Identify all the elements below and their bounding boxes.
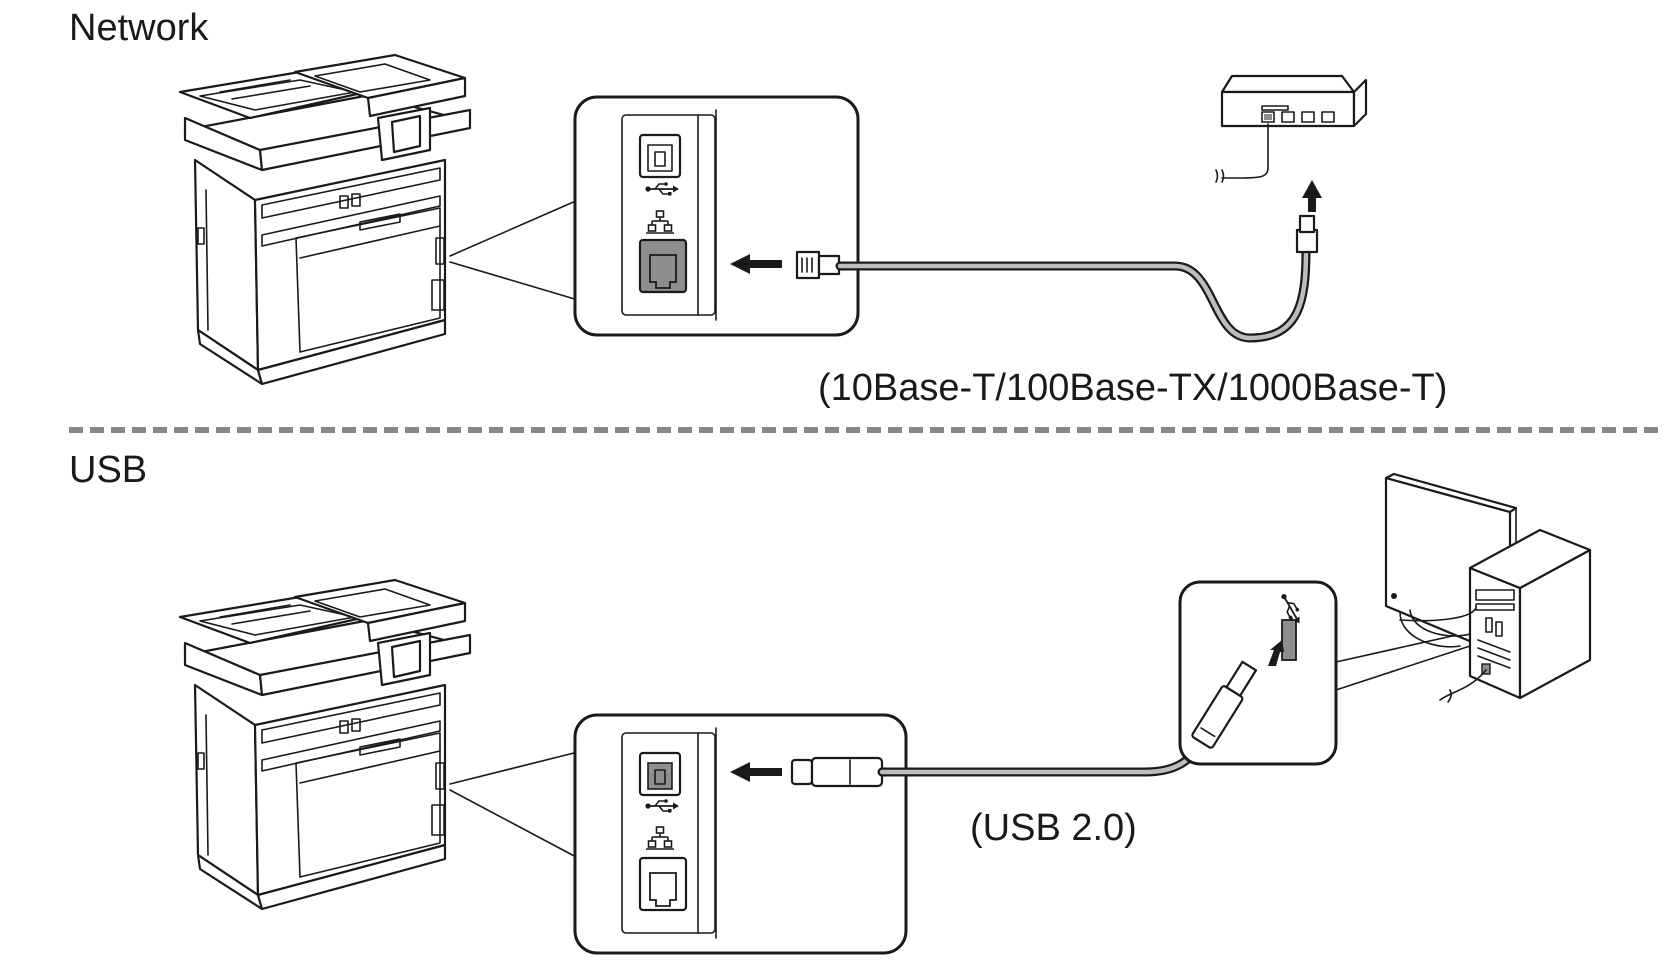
- network-heading: Network: [69, 7, 209, 49]
- lan-cable: [835, 245, 1311, 343]
- network-cable-spec: (10Base-T/100Base-TX/1000Base-T): [818, 367, 1447, 409]
- computer: [1384, 472, 1592, 703]
- printer-usb: [178, 578, 472, 911]
- up-arrow: [1268, 640, 1284, 666]
- callout-line: [449, 789, 579, 859]
- usb-port: [638, 133, 682, 179]
- usb-a-plug: [1191, 660, 1258, 749]
- callout-line: [449, 199, 579, 257]
- port-panel-network: [573, 95, 860, 337]
- lan-port-highlighted: [638, 238, 688, 294]
- up-arrow: [1302, 180, 1322, 212]
- rj45-plug: [795, 250, 841, 280]
- printer-network: [178, 53, 472, 386]
- insert-arrow: [730, 762, 782, 782]
- port-panel-usb: [573, 713, 908, 955]
- lan-port: [638, 856, 688, 912]
- usb-heading: USB: [69, 449, 147, 491]
- usb-cable-spec: (USB 2.0): [970, 807, 1137, 849]
- pc-usb-port: [1281, 619, 1297, 661]
- insert-arrow: [730, 254, 782, 274]
- usb-cable: [877, 737, 1210, 777]
- callout-line: [1335, 645, 1471, 691]
- pc-port-panel: [1178, 580, 1338, 766]
- callout-line: [1335, 631, 1471, 663]
- callout-line: [449, 261, 579, 301]
- rj45-plug-hub: [1295, 214, 1319, 254]
- usb-port-highlighted: [638, 751, 682, 797]
- network-hub: [1215, 74, 1368, 183]
- network-section: Network: [69, 7, 1447, 409]
- usb-section: USB: [69, 449, 1592, 955]
- usb-b-plug: [790, 756, 884, 788]
- callout-line: [449, 751, 579, 785]
